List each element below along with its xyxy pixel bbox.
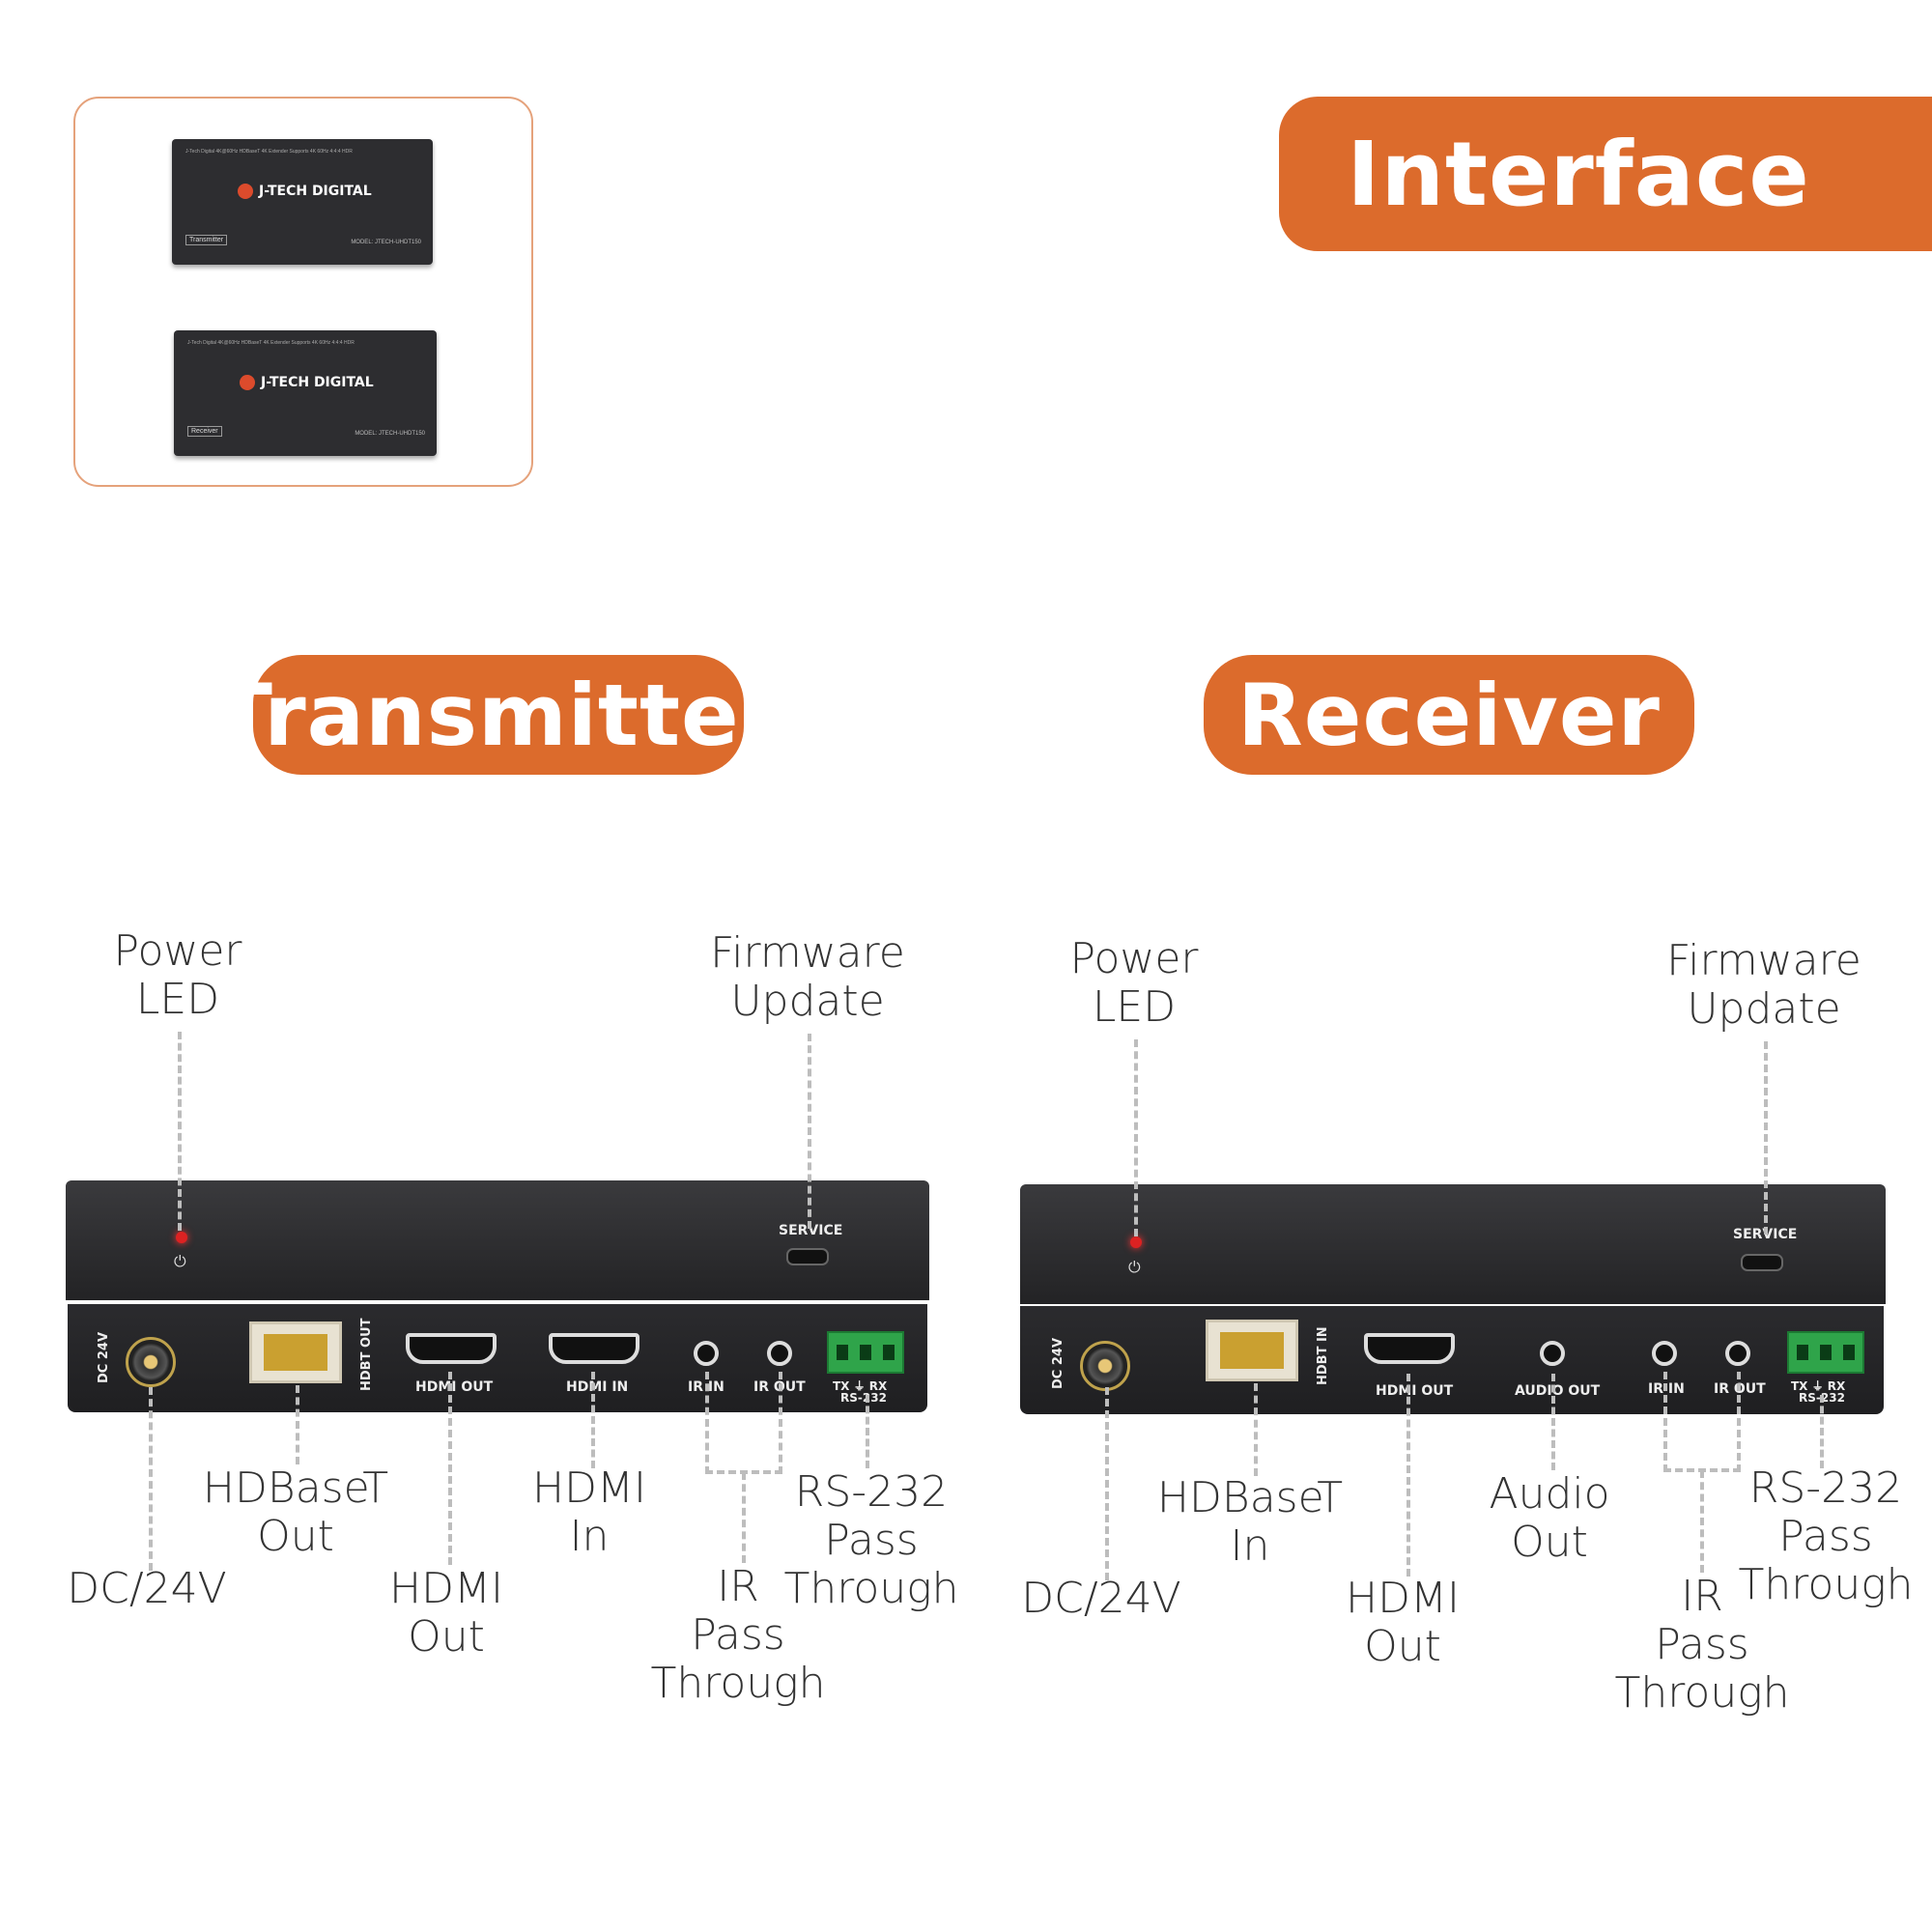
receiver-audio-out-label: AUDIO OUT <box>1515 1383 1601 1399</box>
transmitter-txrx-label: TX ⏚ RX <box>833 1379 888 1393</box>
transmitter-rs232-label: RS-232 <box>840 1391 887 1405</box>
receiver-rs232-leader <box>1820 1395 1824 1468</box>
thumbnail-receiver: J-Tech Digital 4K@60Hz HDBaseT 4K Extend… <box>174 330 437 456</box>
receiver-ir-in-jack[interactable] <box>1652 1341 1677 1366</box>
thumbnail-transmitter-blurb: J-Tech Digital 4K@60Hz HDBaseT 4K Extend… <box>185 149 353 155</box>
receiver-heading: Receiver <box>1204 655 1694 775</box>
receiver-ir-out-jack[interactable] <box>1725 1341 1750 1366</box>
interface-title: Interface <box>1347 122 1810 226</box>
receiver-title: Receiver <box>1237 665 1661 765</box>
transmitter-ir-in-leader <box>705 1372 709 1474</box>
power-icon: ⏻ <box>174 1254 186 1270</box>
thumbnail-receiver-blurb: J-Tech Digital 4K@60Hz HDBaseT 4K Extend… <box>187 340 355 346</box>
transmitter-ir-leader <box>742 1472 746 1563</box>
transmitter-dc-leader <box>149 1387 153 1571</box>
thumbnail-receiver-model: MODEL: JTECH-UHDT150 <box>355 431 425 437</box>
brand-logo-icon <box>238 184 253 199</box>
transmitter-service-label: SERVICE <box>779 1223 843 1238</box>
transmitter-rear-panel <box>68 1304 927 1412</box>
receiver-ir-out-leader <box>1737 1372 1741 1472</box>
receiver-hdbt-label: HDBT IN <box>1316 1326 1330 1385</box>
receiver-hdmi-out-port[interactable] <box>1364 1333 1455 1364</box>
transmitter-ir-out-jack[interactable] <box>767 1341 792 1366</box>
thumbnail-transmitter-tag: Transmitter <box>185 235 228 245</box>
thumbnail-receiver-tag: Receiver <box>187 426 222 437</box>
product-thumbnail: J-Tech Digital 4K@60Hz HDBaseT 4K Extend… <box>73 97 533 487</box>
transmitter-power-led <box>176 1232 187 1243</box>
transmitter-heading: Transmitter <box>214 655 781 775</box>
transmitter-ir-out-leader <box>779 1372 782 1474</box>
brand-logo-icon <box>240 375 255 390</box>
transmitter-hdmi-in-leader <box>591 1372 595 1468</box>
thumbnail-transmitter: J-Tech Digital 4K@60Hz HDBaseT 4K Extend… <box>172 139 433 265</box>
transmitter-rs232-leader <box>866 1395 869 1468</box>
receiver-rs232-terminal[interactable] <box>1787 1331 1864 1374</box>
receiver-hdmi-out-label: HDMI OUT <box>1376 1383 1454 1399</box>
transmitter-dc-jack[interactable] <box>126 1337 176 1387</box>
brand-text: J-TECH DIGITAL <box>261 375 374 390</box>
transmitter-firmware-leader <box>808 1034 811 1229</box>
receiver-firmware-leader <box>1764 1041 1768 1235</box>
receiver-power-led-leader <box>1134 1039 1138 1236</box>
power-icon: ⏻ <box>1128 1260 1141 1276</box>
transmitter-hdmi-out-port[interactable] <box>406 1333 497 1364</box>
thumbnail-transmitter-model: MODEL: JTECH-UHDT150 <box>351 240 421 245</box>
receiver-dc-leader <box>1105 1387 1109 1580</box>
transmitter-rs232-terminal[interactable] <box>827 1331 904 1374</box>
receiver-audio-out-jack[interactable] <box>1540 1341 1565 1366</box>
transmitter-ir-in-jack[interactable] <box>694 1341 719 1366</box>
interface-banner: Interface <box>1279 97 1932 251</box>
receiver-dc-label: DC 24V <box>1051 1337 1065 1389</box>
transmitter-dc-label: DC 24V <box>97 1331 111 1383</box>
receiver-service-label: SERVICE <box>1733 1227 1798 1242</box>
receiver-dc-callout: DC/24V <box>1021 1574 1181 1623</box>
transmitter-hdmi-in-port[interactable] <box>549 1333 639 1364</box>
receiver-txrx-label: TX ⏚ RX <box>1791 1379 1846 1393</box>
thumbnail-receiver-brand: J-TECH DIGITAL <box>240 375 374 390</box>
receiver-hdbt-port[interactable] <box>1206 1320 1298 1381</box>
transmitter-hdmi-out-label: HDMI OUT <box>415 1379 494 1395</box>
brand-text: J-TECH DIGITAL <box>259 184 372 199</box>
thumbnail-transmitter-brand: J-TECH DIGITAL <box>238 184 372 199</box>
transmitter-dc-callout: DC/24V <box>67 1564 227 1613</box>
transmitter-service-port[interactable] <box>786 1248 829 1265</box>
transmitter-hdmi-in-label: HDMI IN <box>566 1379 629 1395</box>
transmitter-hdbaset-leader <box>296 1385 299 1464</box>
receiver-hdbaset-leader <box>1254 1383 1258 1476</box>
receiver-ir-in-leader <box>1663 1372 1667 1472</box>
transmitter-title: Transmitter <box>213 665 783 765</box>
receiver-service-port[interactable] <box>1741 1254 1783 1271</box>
receiver-front-panel <box>1020 1184 1886 1304</box>
transmitter-power-led-leader <box>178 1032 182 1231</box>
transmitter-front-panel <box>66 1180 929 1300</box>
receiver-hdmi-out-leader <box>1406 1374 1410 1577</box>
transmitter-hdbt-label: HDBT OUT <box>359 1318 374 1391</box>
transmitter-hdmi-out-leader <box>448 1372 452 1565</box>
receiver-ir-leader <box>1700 1470 1704 1573</box>
receiver-audio-out-leader <box>1551 1374 1555 1470</box>
receiver-dc-jack[interactable] <box>1080 1341 1130 1391</box>
transmitter-hdbt-port[interactable] <box>249 1321 342 1383</box>
receiver-power-led <box>1130 1236 1142 1248</box>
